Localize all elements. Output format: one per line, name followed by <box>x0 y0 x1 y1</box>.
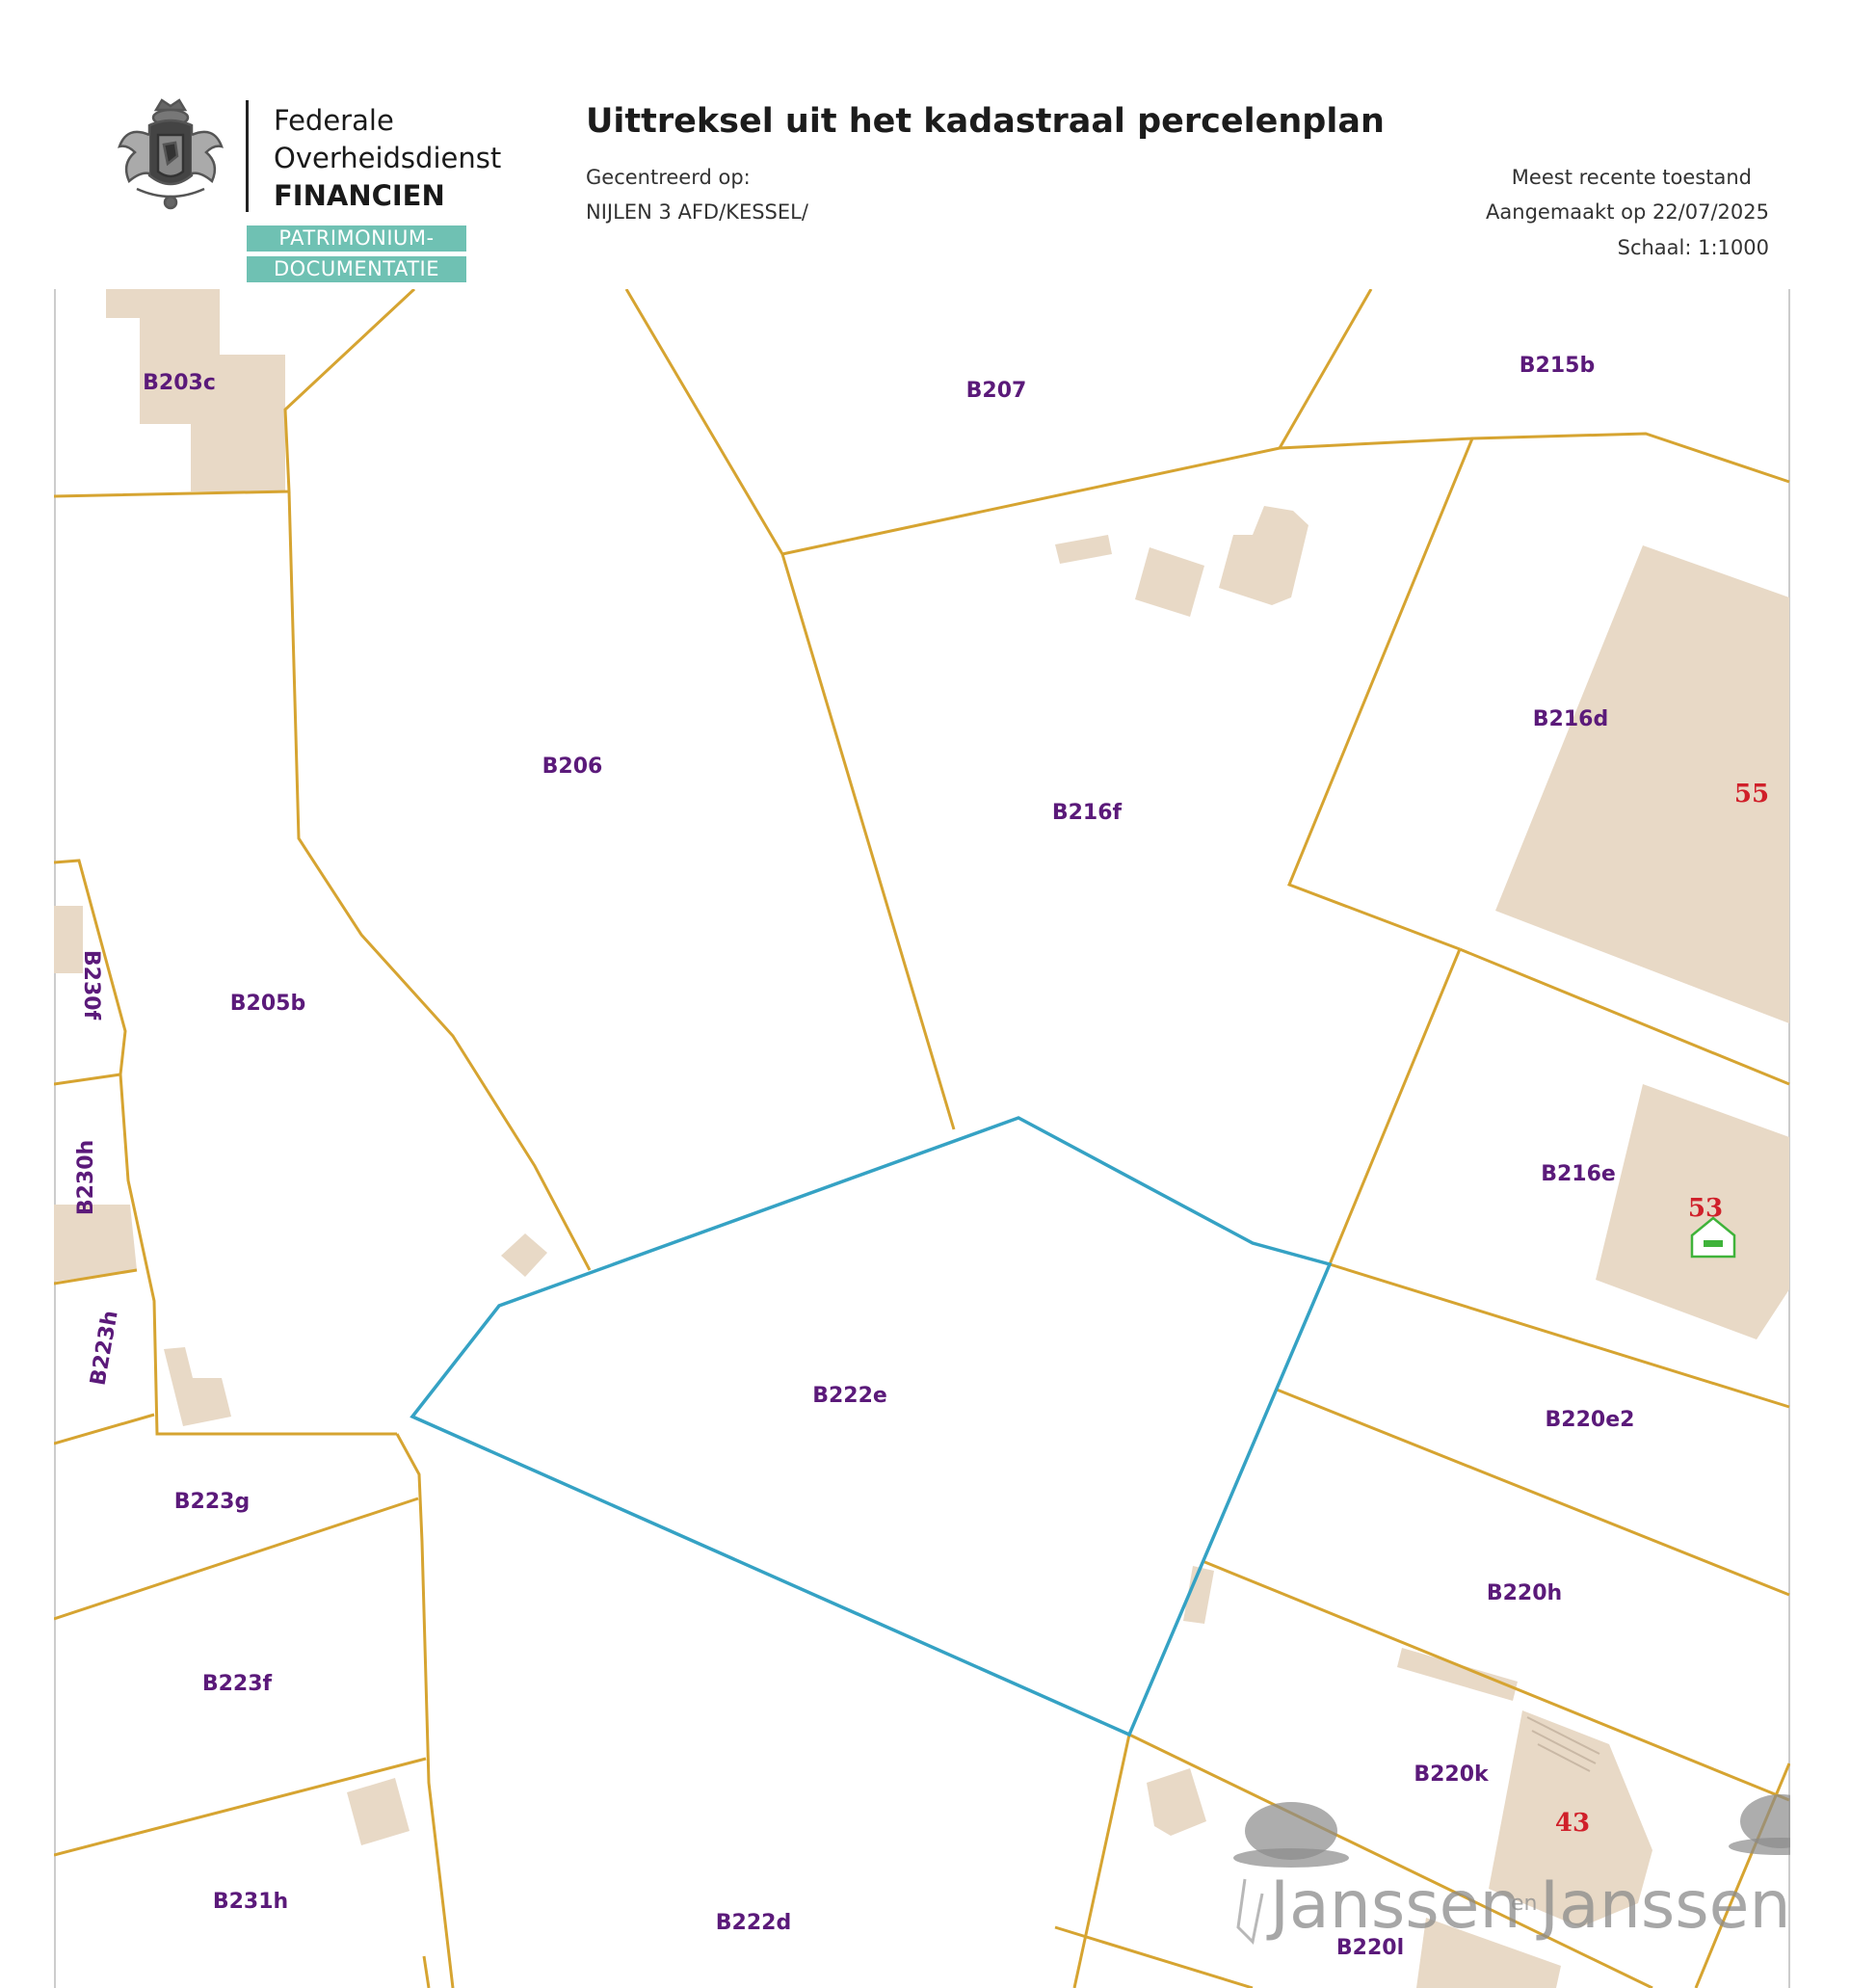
hatched-structure <box>1526 1716 1600 1772</box>
house-number-53: 53 <box>1688 1194 1723 1223</box>
building-shed-2 <box>1135 547 1204 617</box>
house-numbers: 55 53 43 <box>1555 780 1769 1838</box>
parcel-label-b230f: B230f <box>79 950 103 1021</box>
parcel-label-b220k: B220k <box>1414 1763 1490 1787</box>
building-b203c <box>106 289 285 491</box>
parcel-label-b230h: B230h <box>74 1140 98 1215</box>
house-marker-icon[interactable] <box>1690 1216 1736 1259</box>
building-small-b205b <box>501 1233 547 1277</box>
badge-patrimonium: PATRIMONIUM- <box>247 225 466 252</box>
building-b216e <box>1596 1084 1789 1339</box>
created-date: Aangemaakt op 22/07/2025 <box>1486 200 1769 224</box>
parcel-label-b216e: B216e <box>1541 1162 1616 1186</box>
watermark-text-left: Janssen <box>1266 1868 1521 1944</box>
page-title: Uittreksel uit het kadastraal percelenpl… <box>586 102 1385 141</box>
parcel-label-b220h: B220h <box>1487 1581 1562 1605</box>
parcel-label-b220e2: B220e2 <box>1546 1408 1635 1432</box>
state-text: Meest recente toestand <box>1511 166 1752 189</box>
centered-label: Gecentreerd op: <box>586 166 751 189</box>
watermark-text-mid: en <box>1511 1892 1537 1916</box>
parcel-label-b231h: B231h <box>213 1890 288 1914</box>
building-shed-3 <box>1219 506 1308 605</box>
parcel-boundaries <box>54 289 1790 1988</box>
watermark-text-right: Janssen <box>1536 1868 1790 1944</box>
building-b216d <box>1495 545 1789 1023</box>
org-line-1: Federale <box>274 104 394 137</box>
organization-name: Federale Overheidsdienst FINANCIEN <box>274 102 501 215</box>
building-b230f <box>54 906 83 973</box>
building-b223h <box>164 1347 231 1426</box>
building-b231h <box>347 1778 410 1845</box>
house-number-55: 55 <box>1734 780 1769 808</box>
parcel-label-b203c: B203c <box>143 371 216 395</box>
building-b220h-small <box>1183 1566 1214 1624</box>
building-b222d-small <box>1147 1768 1206 1836</box>
map-background <box>54 289 1790 1988</box>
parcel-label-b220l: B220l <box>1336 1936 1404 1960</box>
parcel-label-b222e: B222e <box>812 1384 887 1408</box>
building-b230h <box>54 1205 137 1282</box>
cadastral-map-canvas: B203c B207 B215b B206 B216d B216f B205b … <box>54 289 1790 1988</box>
org-line-3: FINANCIEN <box>274 179 445 212</box>
buildings <box>54 289 1789 1988</box>
belgian-coat-of-arms-icon <box>118 98 224 210</box>
parcel-label-b207: B207 <box>966 379 1027 403</box>
house-number-43: 43 <box>1555 1809 1590 1838</box>
building-b220k-strip <box>1397 1648 1518 1701</box>
scale-text: Schaal: 1:1000 <box>1617 236 1769 259</box>
parcel-label-b223g: B223g <box>174 1490 250 1514</box>
parcel-labels: B203c B207 B215b B206 B216d B216f B205b … <box>74 354 1634 1960</box>
parcel-label-b215b: B215b <box>1520 354 1595 378</box>
parcel-label-b223f: B223f <box>202 1672 273 1696</box>
parcel-label-b216d: B216d <box>1533 707 1608 731</box>
parcel-label-b222d: B222d <box>716 1911 791 1935</box>
selected-parcel-outline[interactable] <box>410 1116 1333 1737</box>
building-b220l <box>1416 1918 1561 1988</box>
centered-value: NIJLEN 3 AFD/KESSEL/ <box>586 200 808 224</box>
map-header: Federale Overheidsdienst FINANCIEN PATRI… <box>0 0 1850 289</box>
org-line-2: Overheidsdienst <box>274 142 502 174</box>
janssen-watermark: Janssen en Janssen <box>1233 1794 1790 1946</box>
watermark-hat-left-icon <box>1233 1802 1349 1868</box>
fod-financien-logo-block: Federale Overheidsdienst FINANCIEN PATRI… <box>108 96 513 289</box>
watermark-hand-icons <box>1236 1878 1264 1946</box>
parcel-label-b216f: B216f <box>1052 801 1123 825</box>
logo-divider <box>246 100 249 212</box>
watermark-hat-right-icon <box>1729 1794 1790 1855</box>
parcel-label-b206: B206 <box>542 755 603 779</box>
cadastral-map: B203c B207 B215b B206 B216d B216f B205b … <box>54 289 1790 1988</box>
building-shed-1 <box>1055 535 1112 564</box>
building-b220k <box>1489 1710 1652 1927</box>
badge-documentatie: DOCUMENTATIE <box>247 256 466 282</box>
parcel-label-b205b: B205b <box>230 992 305 1016</box>
